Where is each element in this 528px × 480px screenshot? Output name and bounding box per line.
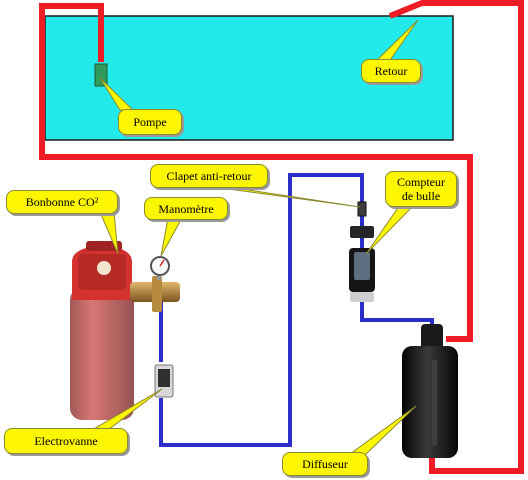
label-compteur-de-bulle: Compteur de bulle: [385, 171, 457, 207]
label-bonbonne-co2: Bonbonne CO²: [6, 190, 118, 214]
return-pipe-diffuser-outlet: [388, 0, 524, 474]
label-clapet-anti-retour: Clapet anti-retour: [150, 164, 268, 188]
pump: [94, 63, 108, 87]
label-electrovanne: Electrovanne: [4, 428, 128, 454]
label-manometre: Manomètre: [144, 197, 228, 220]
diffuser: [402, 324, 458, 458]
return-pipe: [39, 3, 473, 342]
label-diffuseur: Diffuseur: [282, 452, 368, 476]
bubble-counter: [349, 226, 375, 302]
label-retour: Retour: [361, 59, 421, 83]
regulator: [130, 256, 180, 312]
callout-pointer-clapet: [205, 185, 361, 208]
co2-bottle: [70, 241, 134, 420]
check-valve: [357, 201, 367, 217]
solenoid-valve: [154, 364, 174, 398]
callout-pointer-manometre: [160, 217, 183, 257]
label-pompe: Pompe: [118, 109, 182, 135]
co2-tube-solenoid-to-counter: [159, 173, 364, 447]
